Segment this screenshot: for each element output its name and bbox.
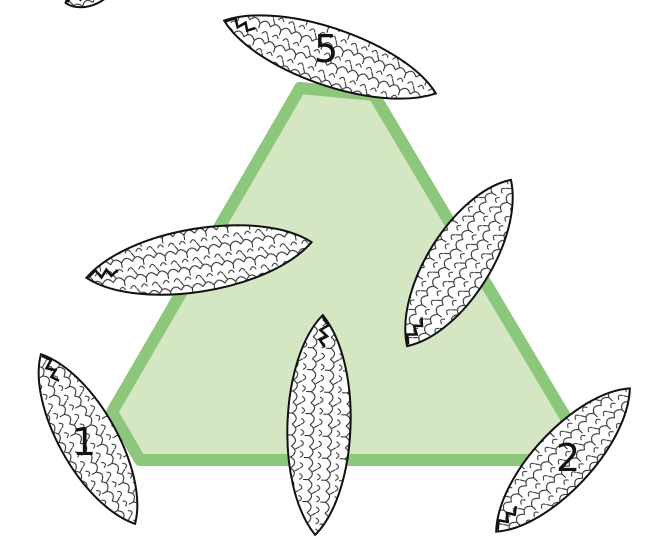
pine-cone-leaf-corner: [62, 0, 119, 14]
vertex-label-5: 5: [314, 27, 338, 71]
vertex-label-2: 2: [556, 436, 580, 480]
vertex-label-1: 1: [72, 420, 96, 464]
